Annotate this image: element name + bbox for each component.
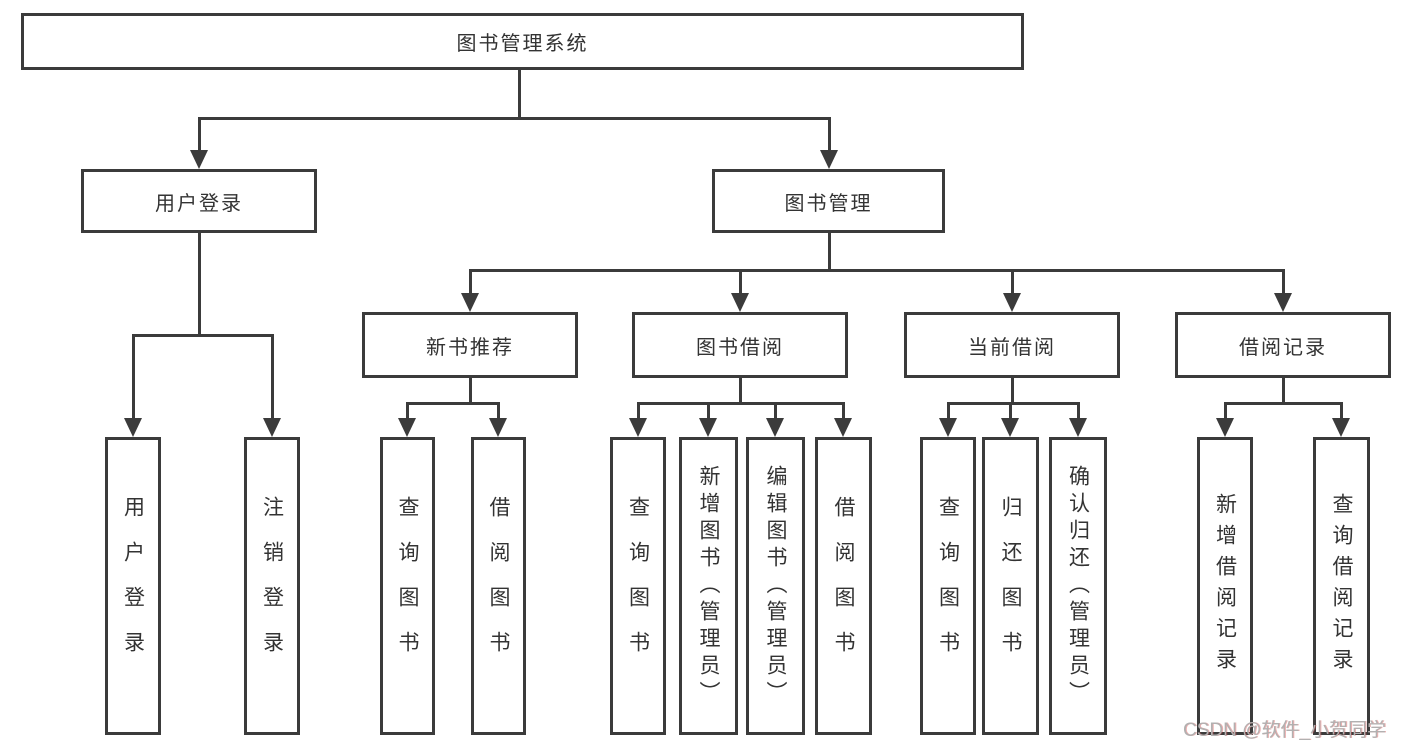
arrow-down-icon — [1069, 418, 1087, 437]
leaf-query-books: 查询图书 — [920, 437, 976, 735]
arrow-down-icon — [1003, 293, 1021, 312]
connector-line — [637, 402, 845, 405]
arrow-down-icon — [190, 150, 208, 169]
connector-line — [842, 402, 845, 420]
node-user-login: 用户登录 — [81, 169, 317, 233]
node-book-borrowing: 图书借阅 — [632, 312, 848, 378]
connector-line — [947, 402, 950, 420]
connector-line — [198, 117, 831, 120]
leaf-borrow-books: 借阅图书 — [815, 437, 872, 735]
node-label: 当前借阅 — [968, 336, 1056, 359]
node-label: 图书管理 — [784, 192, 873, 215]
connector-line — [271, 334, 274, 420]
connector-line — [828, 117, 831, 153]
leaf-query-books: 查询图书 — [380, 437, 435, 735]
connector-line — [1224, 402, 1343, 405]
leaf-add-borrow-record: 新增借阅记录 — [1197, 437, 1253, 735]
arrow-down-icon — [834, 418, 852, 437]
arrow-down-icon — [766, 418, 784, 437]
node-book-management: 图书管理 — [712, 169, 945, 233]
connector-line — [828, 233, 831, 271]
connector-line — [1282, 269, 1285, 295]
arrow-down-icon — [263, 418, 281, 437]
leaf-logout: 注销登录 — [244, 437, 300, 735]
connector-line — [947, 402, 1080, 405]
leaf-label: 新增借阅记录 — [1213, 493, 1237, 679]
leaf-query-borrow-record: 查询借阅记录 — [1313, 437, 1370, 735]
arrow-down-icon — [939, 418, 957, 437]
node-label: 借阅记录 — [1239, 336, 1327, 359]
node-library-management-system: 图书管理系统 — [21, 13, 1024, 70]
connector-line — [1340, 402, 1343, 420]
arrow-down-icon — [629, 418, 647, 437]
leaf-return-books: 归还图书 — [982, 437, 1039, 735]
node-label: 图书管理系统 — [456, 33, 589, 55]
connector-line — [1009, 402, 1012, 420]
leaf-label: 查询图书 — [936, 496, 960, 676]
connector-line — [1011, 269, 1014, 295]
connector-line — [469, 269, 1285, 272]
arrow-down-icon — [124, 418, 142, 437]
arrow-down-icon — [489, 418, 507, 437]
arrow-down-icon — [398, 418, 416, 437]
arrow-down-icon — [1001, 418, 1019, 437]
leaf-add-books-admin: 新增图书（管理员） — [679, 437, 738, 735]
node-label: 图书借阅 — [696, 336, 784, 359]
arrow-down-icon — [1216, 418, 1234, 437]
connector-line — [518, 70, 521, 118]
connector-line — [198, 117, 201, 153]
arrow-down-icon — [820, 150, 838, 169]
connector-line — [132, 334, 135, 420]
arrow-down-icon — [731, 293, 749, 312]
connector-line — [739, 269, 742, 295]
leaf-label: 归还图书 — [999, 496, 1023, 676]
connector-line — [497, 402, 500, 420]
leaf-borrow-books: 借阅图书 — [471, 437, 526, 735]
arrow-down-icon — [1332, 418, 1350, 437]
connector-line — [1282, 378, 1285, 404]
leaf-label: 借阅图书 — [487, 496, 511, 676]
leaf-query-books: 查询图书 — [610, 437, 666, 735]
leaf-label: 确认归还（管理员） — [1066, 464, 1090, 708]
leaf-edit-books-admin: 编辑图书（管理员） — [746, 437, 805, 735]
node-label: 新书推荐 — [426, 336, 514, 359]
connector-line — [406, 402, 500, 405]
connector-line — [406, 402, 409, 420]
leaf-label: 查询图书 — [396, 496, 420, 676]
leaf-label: 用户登录 — [121, 496, 145, 676]
arrow-down-icon — [699, 418, 717, 437]
arrow-down-icon — [461, 293, 479, 312]
leaf-label: 查询借阅记录 — [1330, 493, 1354, 679]
leaf-user-login: 用户登录 — [105, 437, 161, 735]
connector-line — [707, 402, 710, 420]
node-borrowing-records: 借阅记录 — [1175, 312, 1391, 378]
connector-line — [132, 334, 274, 337]
connector-line — [469, 269, 472, 295]
leaf-confirm-return-admin: 确认归还（管理员） — [1049, 437, 1107, 735]
connector-line — [469, 378, 472, 404]
connector-line — [739, 378, 742, 404]
connector-line — [1011, 378, 1014, 404]
watermark: CSDN @软件_小贺同学 — [1183, 720, 1386, 741]
connector-line — [1224, 402, 1227, 420]
leaf-label: 新增图书（管理员） — [697, 464, 721, 708]
leaf-label: 编辑图书（管理员） — [764, 464, 788, 708]
node-label: 用户登录 — [155, 192, 243, 215]
leaf-label: 注销登录 — [260, 496, 284, 676]
node-current-borrowing: 当前借阅 — [904, 312, 1120, 378]
arrow-down-icon — [1274, 293, 1292, 312]
leaf-label: 借阅图书 — [832, 496, 856, 676]
connector-line — [198, 233, 201, 336]
connector-line — [774, 402, 777, 420]
connector-line — [637, 402, 640, 420]
connector-line — [1077, 402, 1080, 420]
leaf-label: 查询图书 — [626, 496, 650, 676]
node-new-book-recommendation: 新书推荐 — [362, 312, 578, 378]
